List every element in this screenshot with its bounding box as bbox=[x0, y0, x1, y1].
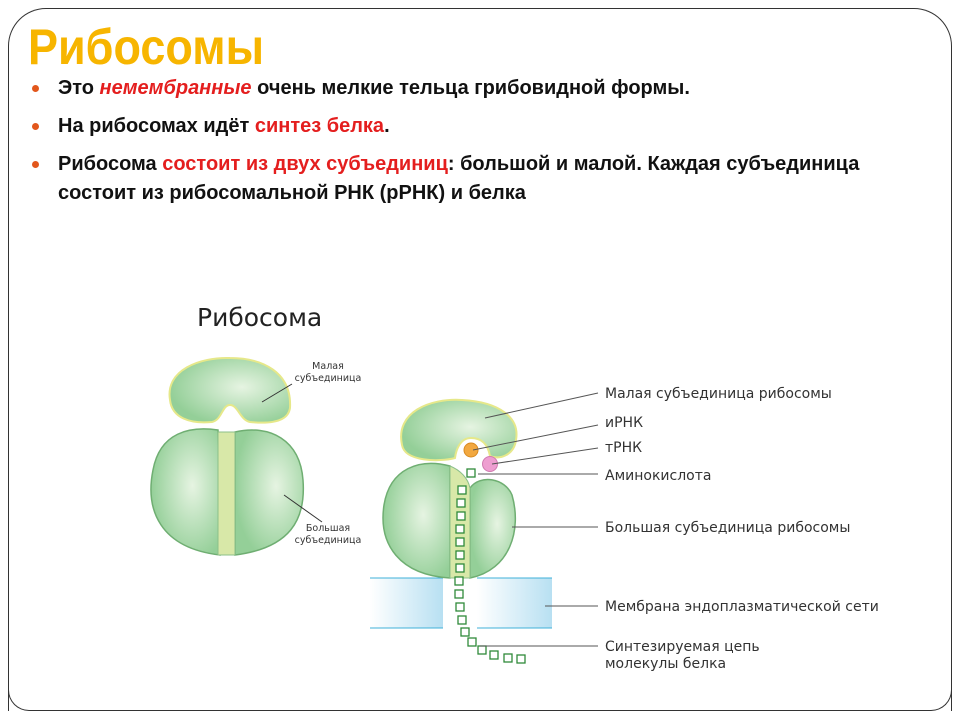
highlight: немембранные bbox=[99, 77, 252, 99]
membrane-right bbox=[477, 578, 552, 628]
bullet-icon bbox=[32, 123, 39, 130]
amino-acid-square bbox=[489, 650, 499, 660]
leader-line bbox=[261, 383, 293, 403]
bullet-icon bbox=[32, 85, 39, 92]
amino-acid-square bbox=[455, 563, 465, 573]
figure-title: Рибосома bbox=[197, 303, 322, 332]
amino-acid-square bbox=[477, 645, 487, 655]
protein-chain bbox=[454, 468, 526, 664]
large-label: субъединица bbox=[295, 535, 362, 546]
label-amino-acid: Аминокислота bbox=[605, 468, 711, 484]
text: . bbox=[384, 115, 390, 137]
leader-lines bbox=[472, 392, 599, 647]
amino-acid-square bbox=[455, 602, 465, 612]
small-subunit bbox=[400, 398, 518, 462]
amino-acid-square bbox=[456, 511, 466, 521]
label-mrna: иРНК bbox=[605, 415, 643, 431]
bullet-list: Это немембранные очень мелкие тельца гри… bbox=[30, 74, 930, 217]
large-subunit-right bbox=[469, 478, 516, 579]
label-protein-chain: Синтезируемая цепь bbox=[605, 639, 760, 655]
label-large-subunit: Большая субъединица рибосомы bbox=[605, 520, 850, 536]
amino-acid-square bbox=[455, 537, 465, 547]
bullet-item: На рибосомах идёт синтез белка. bbox=[30, 112, 930, 141]
small-subunit bbox=[168, 356, 292, 424]
text: Рибосома bbox=[58, 153, 163, 175]
label-protein-chain: молекулы белка bbox=[605, 656, 726, 672]
slide-title: Рибосомы bbox=[28, 19, 265, 75]
trna-icon bbox=[482, 456, 498, 472]
amino-acid-square bbox=[456, 498, 466, 508]
leader-line bbox=[283, 494, 323, 523]
slide-frame bbox=[8, 8, 952, 711]
amino-acid-square bbox=[454, 589, 464, 599]
amino-acid-square bbox=[457, 615, 467, 625]
large-subunit-left bbox=[150, 428, 221, 556]
mrna-icon bbox=[463, 442, 479, 458]
small-label: Малая bbox=[312, 361, 344, 372]
amino-acid-square bbox=[460, 627, 470, 637]
channel bbox=[217, 431, 236, 556]
large-subunit-right bbox=[234, 429, 305, 556]
label-er-membrane: Мембрана эндоплазматической сети bbox=[605, 599, 879, 615]
bullet-icon bbox=[32, 161, 39, 168]
amino-acid-square bbox=[457, 485, 467, 495]
text: На рибосомах идёт bbox=[58, 115, 255, 137]
text: очень мелкие тельца грибовидной формы. bbox=[251, 77, 690, 99]
large-label: Большая bbox=[306, 523, 350, 534]
amino-acid-square bbox=[516, 654, 526, 664]
amino-acid-square bbox=[466, 468, 476, 478]
highlight: состоит из двух субъединиц bbox=[162, 153, 448, 175]
text: : большой и малой. Каждая субъединица со… bbox=[58, 153, 860, 204]
bullet-item: Рибосома состоит из двух субъединиц: бол… bbox=[30, 150, 930, 208]
large-subunit-left bbox=[382, 462, 451, 579]
label-trna: тРНК bbox=[605, 440, 642, 456]
amino-acid-square bbox=[467, 637, 477, 647]
amino-acid-square bbox=[455, 524, 465, 534]
amino-acid-square bbox=[503, 653, 513, 663]
label-small-subunit: Малая субъединица рибосомы bbox=[605, 386, 832, 402]
small-label: субъединица bbox=[295, 373, 362, 384]
bullet-item: Это немембранные очень мелкие тельца гри… bbox=[30, 74, 930, 103]
amino-acid-square bbox=[454, 576, 464, 586]
amino-acid-square bbox=[455, 550, 465, 560]
channel bbox=[449, 465, 471, 579]
highlight: синтез белка bbox=[254, 115, 385, 137]
text: Это bbox=[58, 77, 100, 99]
membrane-left bbox=[370, 578, 443, 628]
